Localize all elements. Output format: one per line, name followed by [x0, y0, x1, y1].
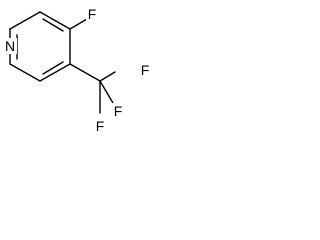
bond-c3-f	[69, 18, 88, 30]
fluorine-cf3-bottom-label: F	[96, 118, 105, 134]
fluorine-cf3-right-label: F	[114, 103, 123, 119]
bond-c4-c5	[39, 63, 71, 82]
bond-cf3-f-top	[99, 71, 116, 82]
nitrogen-atom-label: N	[5, 38, 15, 54]
bond-cf3-f-right	[99, 80, 114, 104]
bond-c5-c6	[9, 63, 41, 82]
bond-c4-cf3	[69, 63, 101, 82]
fluorine-ring-label: F	[88, 6, 97, 22]
bond-n1-c2	[9, 11, 41, 30]
fluorine-cf3-top-label: F	[141, 62, 150, 78]
double-bond-c4-c5	[42, 61, 64, 75]
structure-diagram: N F F F F	[3, 6, 152, 134]
double-bond-c2-c3	[42, 18, 64, 32]
bond-c2-c3	[39, 11, 71, 30]
